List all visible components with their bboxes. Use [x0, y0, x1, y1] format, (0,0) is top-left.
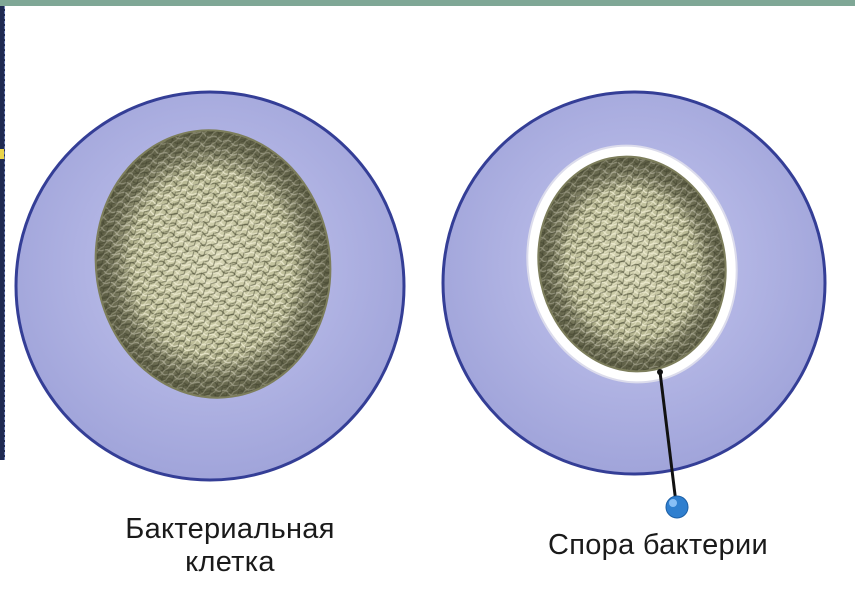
bacterial-cell-label: Бактериальная клетка	[40, 513, 420, 579]
bacterial-cell-label-line1: Бактериальная	[40, 513, 420, 546]
bacterial-spore	[443, 92, 825, 474]
spore-label: Спора бактерии	[478, 529, 838, 562]
bacterial-cell-label-line2: клетка	[40, 546, 420, 579]
bacterial-cell	[16, 92, 404, 480]
pointer-dot	[666, 496, 688, 518]
